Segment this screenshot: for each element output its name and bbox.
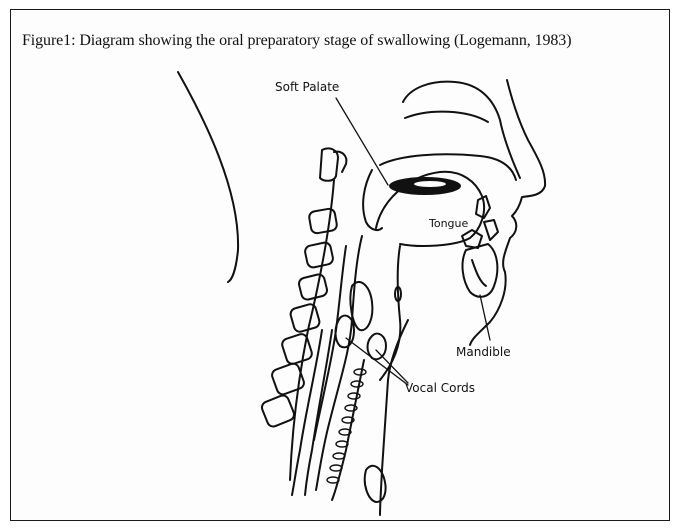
neck-front-outline: [380, 320, 408, 515]
soft-palate-label: Soft Palate: [275, 80, 339, 94]
pharynx-back-wall: [316, 236, 362, 490]
mandible-inner: [472, 260, 486, 286]
soft-palate-leader: [336, 98, 388, 185]
soft-palate-shape: [363, 170, 382, 230]
face-profile-outline: [470, 80, 545, 345]
vocal-cords-label: Vocal Cords: [405, 381, 475, 395]
food-bolus-highlight: [414, 181, 446, 187]
tongue-label: Tongue: [429, 217, 468, 230]
nasal-floor: [380, 154, 516, 180]
lower-teeth: [462, 230, 482, 248]
nasal-inner-line: [405, 112, 488, 122]
mandible-label: Mandible: [456, 345, 511, 359]
mandible-outline: [463, 244, 498, 297]
head-back-outline: [178, 72, 238, 282]
vocal-cord-shape: [368, 334, 387, 360]
pharynx-front-wall: [380, 246, 400, 380]
front-teeth: [484, 220, 498, 240]
trachea-rings: [327, 369, 366, 483]
mandible-leader: [480, 295, 490, 340]
